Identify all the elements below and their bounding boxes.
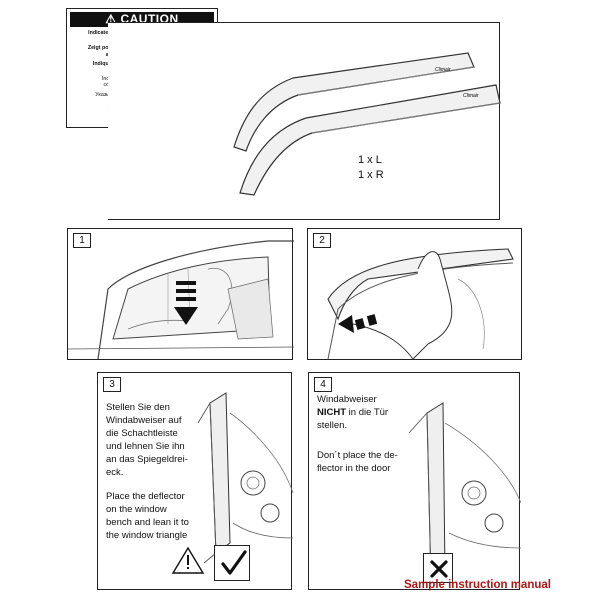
qty-right: 1 x R	[358, 169, 384, 181]
step-3-de-line-4: und lehnen Sie ihn	[106, 441, 185, 452]
deflectors-illustration: Climair Climair	[233, 52, 501, 196]
step-3-de-line-1: Stellen Sie den	[106, 402, 170, 413]
step-3-de-line-2: Windabweiser auf	[106, 415, 182, 426]
step-2-illustration	[327, 248, 514, 360]
deflector-brand-upper: Climair	[435, 67, 451, 73]
step-4-illustration	[408, 402, 522, 584]
step-4-en-line-1: Don´t place the de-	[317, 450, 398, 461]
step-4-panel: 4 Windabweiser NICHT in die Tür stellen.…	[308, 372, 522, 590]
step-3-de-line-6: eck.	[106, 467, 124, 478]
step-2-number: 2	[313, 233, 331, 248]
step-4-instructions-en: Don´t place the de- flector in the door	[317, 449, 398, 475]
qty-left: 1 x L	[358, 154, 382, 166]
step-3-de-line-3: die Schachtleiste	[106, 428, 178, 439]
step-4-de-bold: NICHT	[317, 407, 347, 418]
step-4-instructions-de: Windabweiser NICHT in die Tür stellen.	[317, 393, 388, 432]
step-1-panel: 1	[67, 228, 295, 360]
step-3-instructions-de: Stellen Sie den Windabweiser auf die Sch…	[106, 401, 188, 479]
cross-box	[423, 553, 453, 583]
deflector-brand-lower: Climair	[463, 93, 479, 99]
kit-contents-panel: Climair Climair 1 x L 1 x R	[108, 22, 501, 220]
caution-warning-icon: ⚠	[105, 12, 117, 26]
step-2-panel: 2	[307, 228, 522, 360]
step-3-en-line-2: on the window	[106, 504, 167, 515]
warning-triangle-icon	[171, 546, 205, 574]
step-4-de-rest: in die Tür	[346, 407, 389, 418]
step-1-illustration	[67, 240, 295, 360]
step-3-illustration	[197, 392, 294, 564]
step-3-en-line-3: bench and lean it to	[106, 517, 189, 528]
step-3-panel: 3 Stellen Sie den Windabweiser auf die S…	[97, 372, 294, 590]
step-3-number: 3	[103, 377, 121, 392]
check-box	[214, 545, 250, 581]
step-3-de-line-5: an das Spiegeldrei-	[106, 454, 188, 465]
sample-instruction-label: Sample instruction manual	[404, 579, 551, 591]
step-3-en-line-4: the window triangle	[106, 530, 188, 541]
step-1-number: 1	[73, 233, 91, 248]
arrow-down-icon	[174, 281, 198, 325]
step-4-de-line-1: Windabweiser	[317, 394, 377, 405]
cross-mark-icon	[430, 560, 448, 578]
step-3-instructions-en: Place the deflector on the window bench …	[106, 490, 189, 542]
step-4-de-line-3: stellen.	[317, 420, 348, 431]
check-mark-icon	[221, 550, 247, 575]
step-4-en-line-2: flector in the door	[317, 463, 391, 474]
arrow-left-icon	[338, 314, 378, 333]
step-4-de-line-2: NICHT in die Tür	[317, 406, 388, 419]
kit-quantities: 1 x L 1 x R	[358, 153, 384, 183]
step-4-number: 4	[314, 377, 332, 392]
step-3-en-line-1: Place the deflector	[106, 491, 185, 502]
